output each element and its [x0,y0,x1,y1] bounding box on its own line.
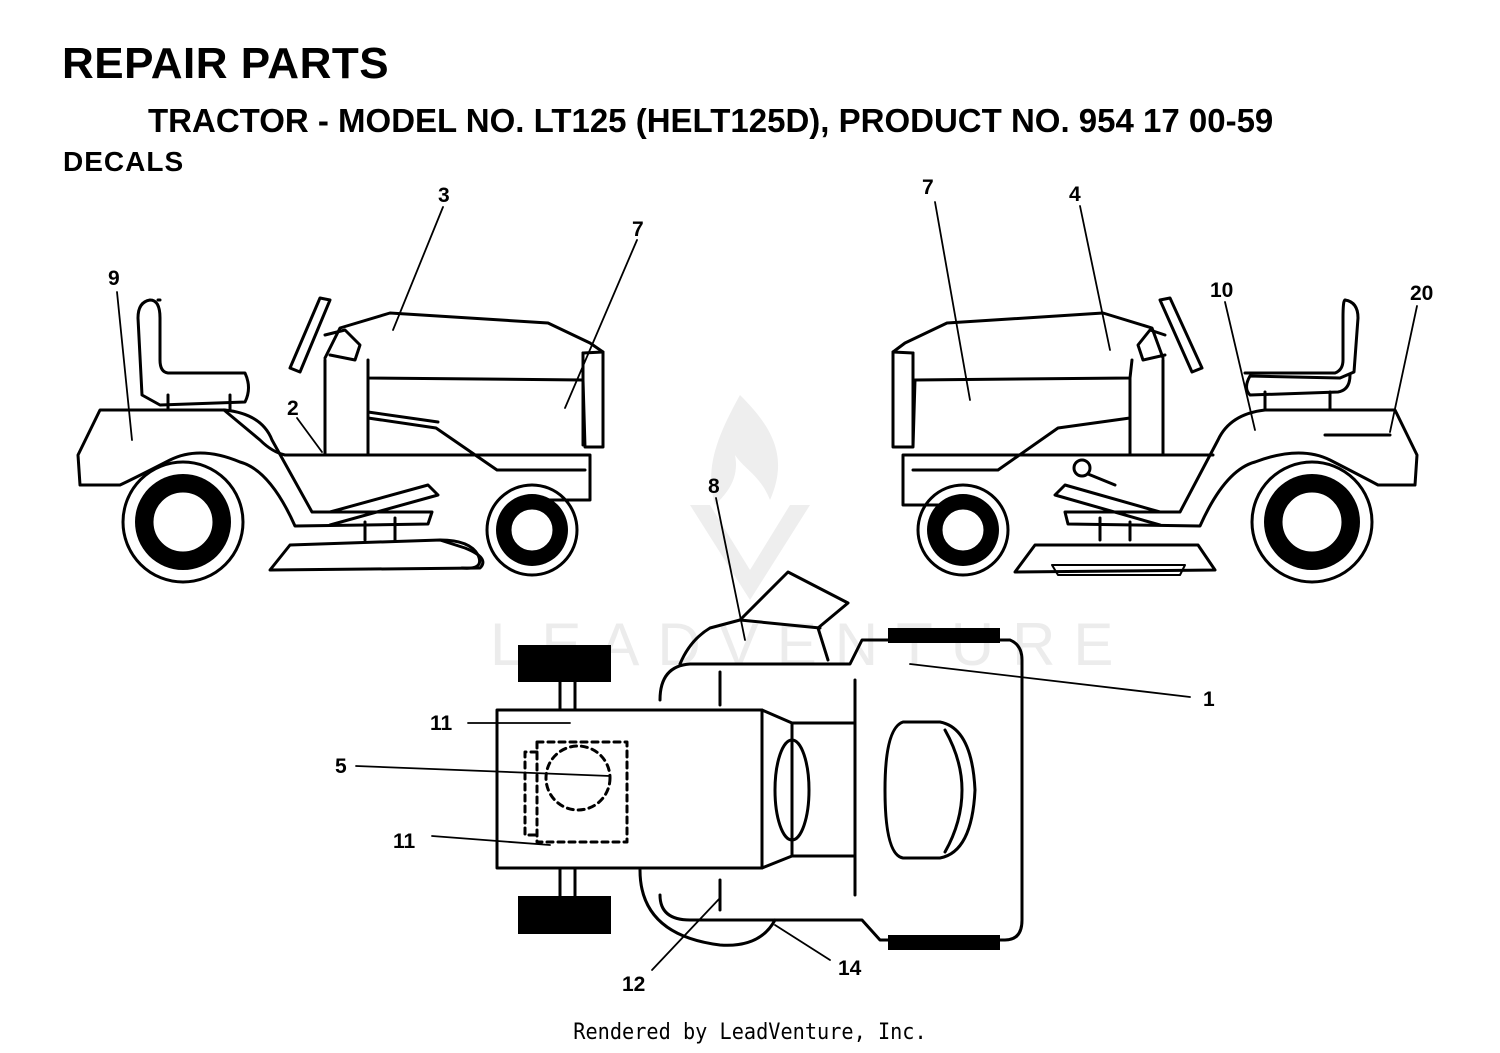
callout-9: 9 [108,267,120,290]
watermark-v-icon [690,505,810,600]
callout-3: 3 [438,184,450,207]
callout-14: 14 [838,957,862,980]
callout-labels: 9 3 7 2 7 4 10 20 8 1 11 5 11 12 14 [108,176,1433,996]
left-side-tractor [76,296,605,584]
callout-1: 1 [1203,688,1215,711]
callout-10: 10 [1210,279,1233,302]
right-side-tractor [891,296,1419,584]
callout-7-right: 7 [922,176,934,199]
callout-5: 5 [335,755,347,778]
callout-11-upper: 11 [430,712,453,735]
footer-credit: Rendered by LeadVenture, Inc. [573,1020,927,1045]
leader-lines [116,201,1418,971]
watermark-flame-icon [711,395,779,505]
callout-2: 2 [287,397,299,420]
callout-12: 12 [622,973,645,996]
callout-4: 4 [1069,183,1081,206]
callout-20: 20 [1410,282,1433,305]
model-subtitle: TRACTOR - MODEL NO. LT125 (HELT125D), PR… [148,102,1274,139]
section-heading: DECALS [63,146,185,177]
page-title: REPAIR PARTS [62,39,390,88]
callout-7-left: 7 [632,218,644,241]
top-view-tractor [495,570,1024,950]
callout-11-lower: 11 [393,830,416,853]
callout-8: 8 [708,475,720,498]
watermark: LEADVENTURE [490,395,1113,678]
